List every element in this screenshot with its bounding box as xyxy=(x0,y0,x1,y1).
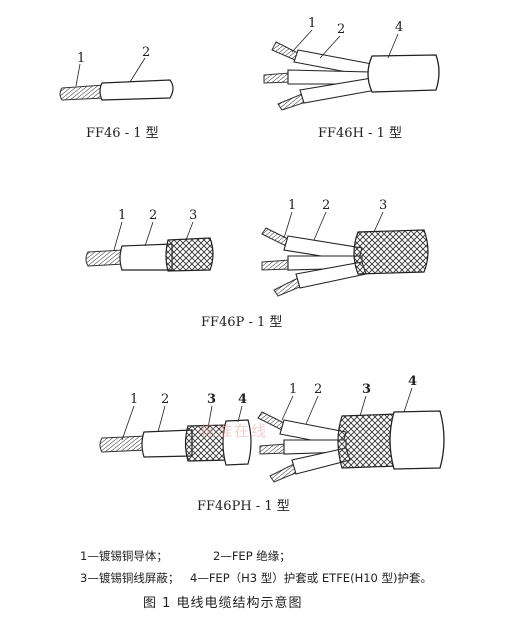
caption-ff46-1: FF46 - 1 型 xyxy=(86,126,159,141)
ff46ph-1-three-callout-1: 1 xyxy=(289,382,297,397)
ff46ph-1-single-cable xyxy=(99,405,252,466)
ff46h-1-callout-4: 4 xyxy=(395,20,403,35)
ff46ph-1-single-callout-2: 2 xyxy=(161,392,169,407)
ff46p-1-single-callout-1: 1 xyxy=(118,208,126,223)
ff46p-1-three-callout-3: 3 xyxy=(379,198,387,213)
ff46p-1-three-callout-2: 2 xyxy=(322,198,330,213)
ff46p-1-single-callout-2: 2 xyxy=(149,208,157,223)
legend-item-3: 3—镀锡铜线屏蔽； xyxy=(80,571,180,585)
ff46h-1-cable xyxy=(263,29,440,111)
ff46ph-1-three-callout-3: 3 xyxy=(362,382,371,397)
ff46ph-1-three-core-cable xyxy=(257,387,445,483)
ff46ph-1-single-callout-1: 1 xyxy=(130,392,138,407)
ff46p-1-three-callout-1: 1 xyxy=(288,198,296,213)
ff46ph-1-three-callout-2: 2 xyxy=(314,382,322,397)
figure-title: 图 1 电线电缆结构示意图 xyxy=(143,596,303,611)
caption-ff46h-1: FF46H - 1 型 xyxy=(318,126,402,141)
caption-ff46p-1: FF46P - 1 型 xyxy=(201,315,283,330)
legend-item-2: 2—FEP 绝缘； xyxy=(213,549,291,563)
ff46-1-callout-2: 2 xyxy=(142,45,150,60)
watermark: 标准在线 xyxy=(200,422,269,440)
ff46h-1-callout-1: 1 xyxy=(308,16,316,31)
ff46ph-1-three-callout-4: 4 xyxy=(408,374,417,389)
legend-item-1: 1—镀锡铜导体； xyxy=(80,549,168,563)
ff46ph-1-single-callout-4: 4 xyxy=(238,392,247,407)
ff46ph-1-single-callout-3: 3 xyxy=(207,392,216,407)
ff46p-1-single-callout-3: 3 xyxy=(189,208,197,223)
ff46p-1-three-core-cable xyxy=(261,211,429,297)
ff46-1-callout-1: 1 xyxy=(77,51,85,66)
ff46p-1-single-cable xyxy=(85,221,214,272)
ff46-1-cable xyxy=(59,57,174,101)
legend-item-4: 4—FEP（H3 型）护套或 ETFE(H10 型)护套。 xyxy=(190,571,432,585)
ff46h-1-callout-2: 2 xyxy=(337,22,345,37)
caption-ff46ph-1: FF46PH - 1 型 xyxy=(197,499,290,514)
